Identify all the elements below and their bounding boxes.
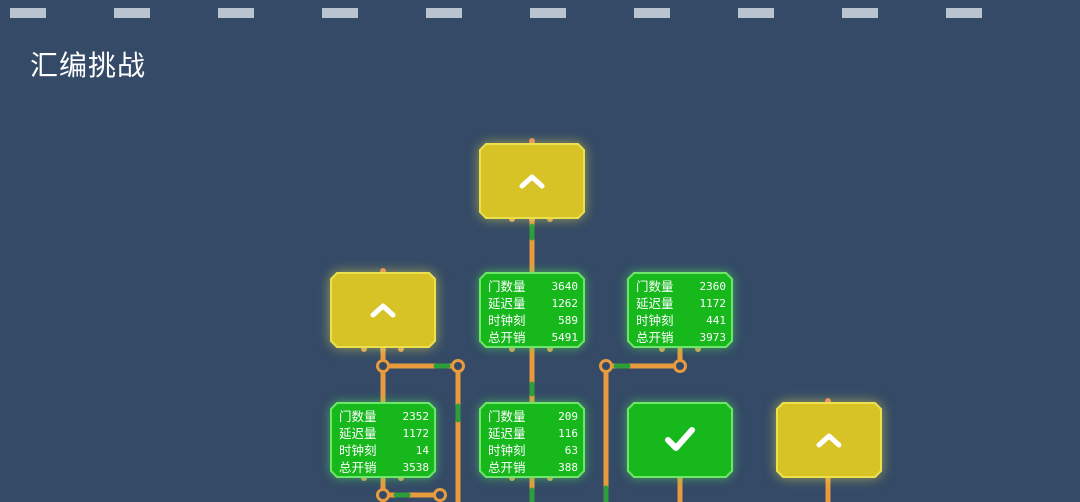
page-title: 汇编挑战 <box>30 49 147 82</box>
stat-value: 388 <box>558 461 578 474</box>
upgrade-node-left[interactable] <box>330 272 436 348</box>
stat-value: 441 <box>706 314 726 327</box>
stat-value: 589 <box>558 314 578 327</box>
top-dashed-border <box>0 8 1080 18</box>
stat-row-cost: 总开销 3538 <box>339 459 429 476</box>
stat-value: 14 <box>415 444 429 457</box>
chevron-up-icon <box>331 273 435 347</box>
stat-label: 总开销 <box>488 330 526 345</box>
upgrade-node-top[interactable] <box>479 143 585 219</box>
stat-label: 总开销 <box>339 460 377 475</box>
stat-value: 209 <box>558 410 578 423</box>
stat-label: 延迟量 <box>488 296 526 311</box>
stat-label: 延迟量 <box>636 296 674 311</box>
stat-value: 3973 <box>699 331 727 344</box>
stat-value: 116 <box>558 427 578 440</box>
upgrade-node-far-right[interactable] <box>776 402 882 478</box>
stat-row-gates: 门数量 3640 <box>488 278 578 295</box>
check-icon <box>628 403 732 477</box>
stat-row-gates: 门数量 209 <box>488 408 578 425</box>
completed-node-right[interactable] <box>627 402 733 478</box>
stat-value: 3640 <box>551 280 579 293</box>
stat-label: 门数量 <box>636 279 674 294</box>
stat-value: 63 <box>564 444 578 457</box>
stats-node-center-upper[interactable]: 门数量 3640 延迟量 1262 时钟刻 589 总开销 5491 <box>479 272 585 348</box>
stat-label: 延迟量 <box>339 426 377 441</box>
stat-row-cost: 总开销 388 <box>488 459 578 476</box>
chevron-up-icon <box>480 144 584 218</box>
stat-label: 时钟刻 <box>339 443 377 458</box>
stat-row-ticks: 时钟刻 441 <box>636 312 726 329</box>
stat-row-cost: 总开销 5491 <box>488 329 578 346</box>
stat-label: 门数量 <box>488 279 526 294</box>
stat-label: 总开销 <box>636 330 674 345</box>
stat-row-delay: 延迟量 116 <box>488 425 578 442</box>
stat-label: 时钟刻 <box>488 313 526 328</box>
stats-table: 门数量 209 延迟量 116 时钟刻 63 总开销 388 <box>488 408 578 476</box>
stat-row-gates: 门数量 2352 <box>339 408 429 425</box>
stat-value: 3538 <box>402 461 430 474</box>
stat-row-gates: 门数量 2360 <box>636 278 726 295</box>
stat-value: 5491 <box>551 331 579 344</box>
stat-value: 2360 <box>699 280 727 293</box>
stat-value: 1172 <box>402 427 430 440</box>
chevron-up-icon <box>777 403 881 477</box>
stats-node-right-upper[interactable]: 门数量 2360 延迟量 1172 时钟刻 441 总开销 3973 <box>627 272 733 348</box>
stat-row-cost: 总开销 3973 <box>636 329 726 346</box>
stats-node-left-lower[interactable]: 门数量 2352 延迟量 1172 时钟刻 14 总开销 3538 <box>330 402 436 478</box>
stat-label: 总开销 <box>488 460 526 475</box>
stat-value: 1262 <box>551 297 579 310</box>
stat-row-delay: 延迟量 1172 <box>339 425 429 442</box>
stat-row-ticks: 时钟刻 63 <box>488 442 578 459</box>
stats-table: 门数量 2360 延迟量 1172 时钟刻 441 总开销 3973 <box>636 278 726 346</box>
stat-label: 延迟量 <box>488 426 526 441</box>
stat-row-ticks: 时钟刻 14 <box>339 442 429 459</box>
stats-table: 门数量 3640 延迟量 1262 时钟刻 589 总开销 5491 <box>488 278 578 346</box>
stat-row-delay: 延迟量 1262 <box>488 295 578 312</box>
stats-table: 门数量 2352 延迟量 1172 时钟刻 14 总开销 3538 <box>339 408 429 476</box>
stats-node-center-lower[interactable]: 门数量 209 延迟量 116 时钟刻 63 总开销 388 <box>479 402 585 478</box>
stat-label: 时钟刻 <box>488 443 526 458</box>
stat-value: 1172 <box>699 297 727 310</box>
stat-label: 门数量 <box>488 409 526 424</box>
stat-label: 时钟刻 <box>636 313 674 328</box>
stat-label: 门数量 <box>339 409 377 424</box>
stat-row-ticks: 时钟刻 589 <box>488 312 578 329</box>
stat-value: 2352 <box>402 410 430 423</box>
stat-row-delay: 延迟量 1172 <box>636 295 726 312</box>
